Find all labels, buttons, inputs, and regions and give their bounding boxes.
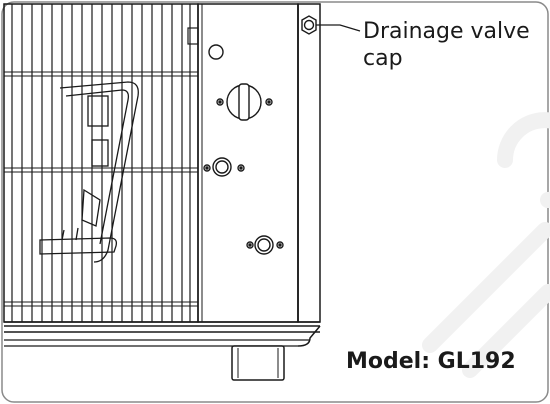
drainage-valve-cap xyxy=(301,15,317,35)
large-knob xyxy=(216,83,273,121)
watermark xyxy=(422,112,550,378)
port-lower xyxy=(246,235,284,255)
callout-label-line2: cap xyxy=(363,46,403,71)
model-label: Model: GL192 xyxy=(346,349,516,374)
port-middle xyxy=(203,157,245,177)
small-hole xyxy=(208,44,224,60)
internal-components xyxy=(39,81,139,263)
unit-foot xyxy=(231,345,285,381)
grille-bands xyxy=(4,71,198,307)
grille-panel xyxy=(3,3,199,323)
callout-leader-line xyxy=(316,24,361,32)
callout-label-line1: Drainage valve xyxy=(363,19,530,44)
side-panel xyxy=(187,3,321,323)
panel-fittings xyxy=(203,44,284,255)
grille-bars xyxy=(11,4,191,322)
base-rails xyxy=(4,321,321,347)
